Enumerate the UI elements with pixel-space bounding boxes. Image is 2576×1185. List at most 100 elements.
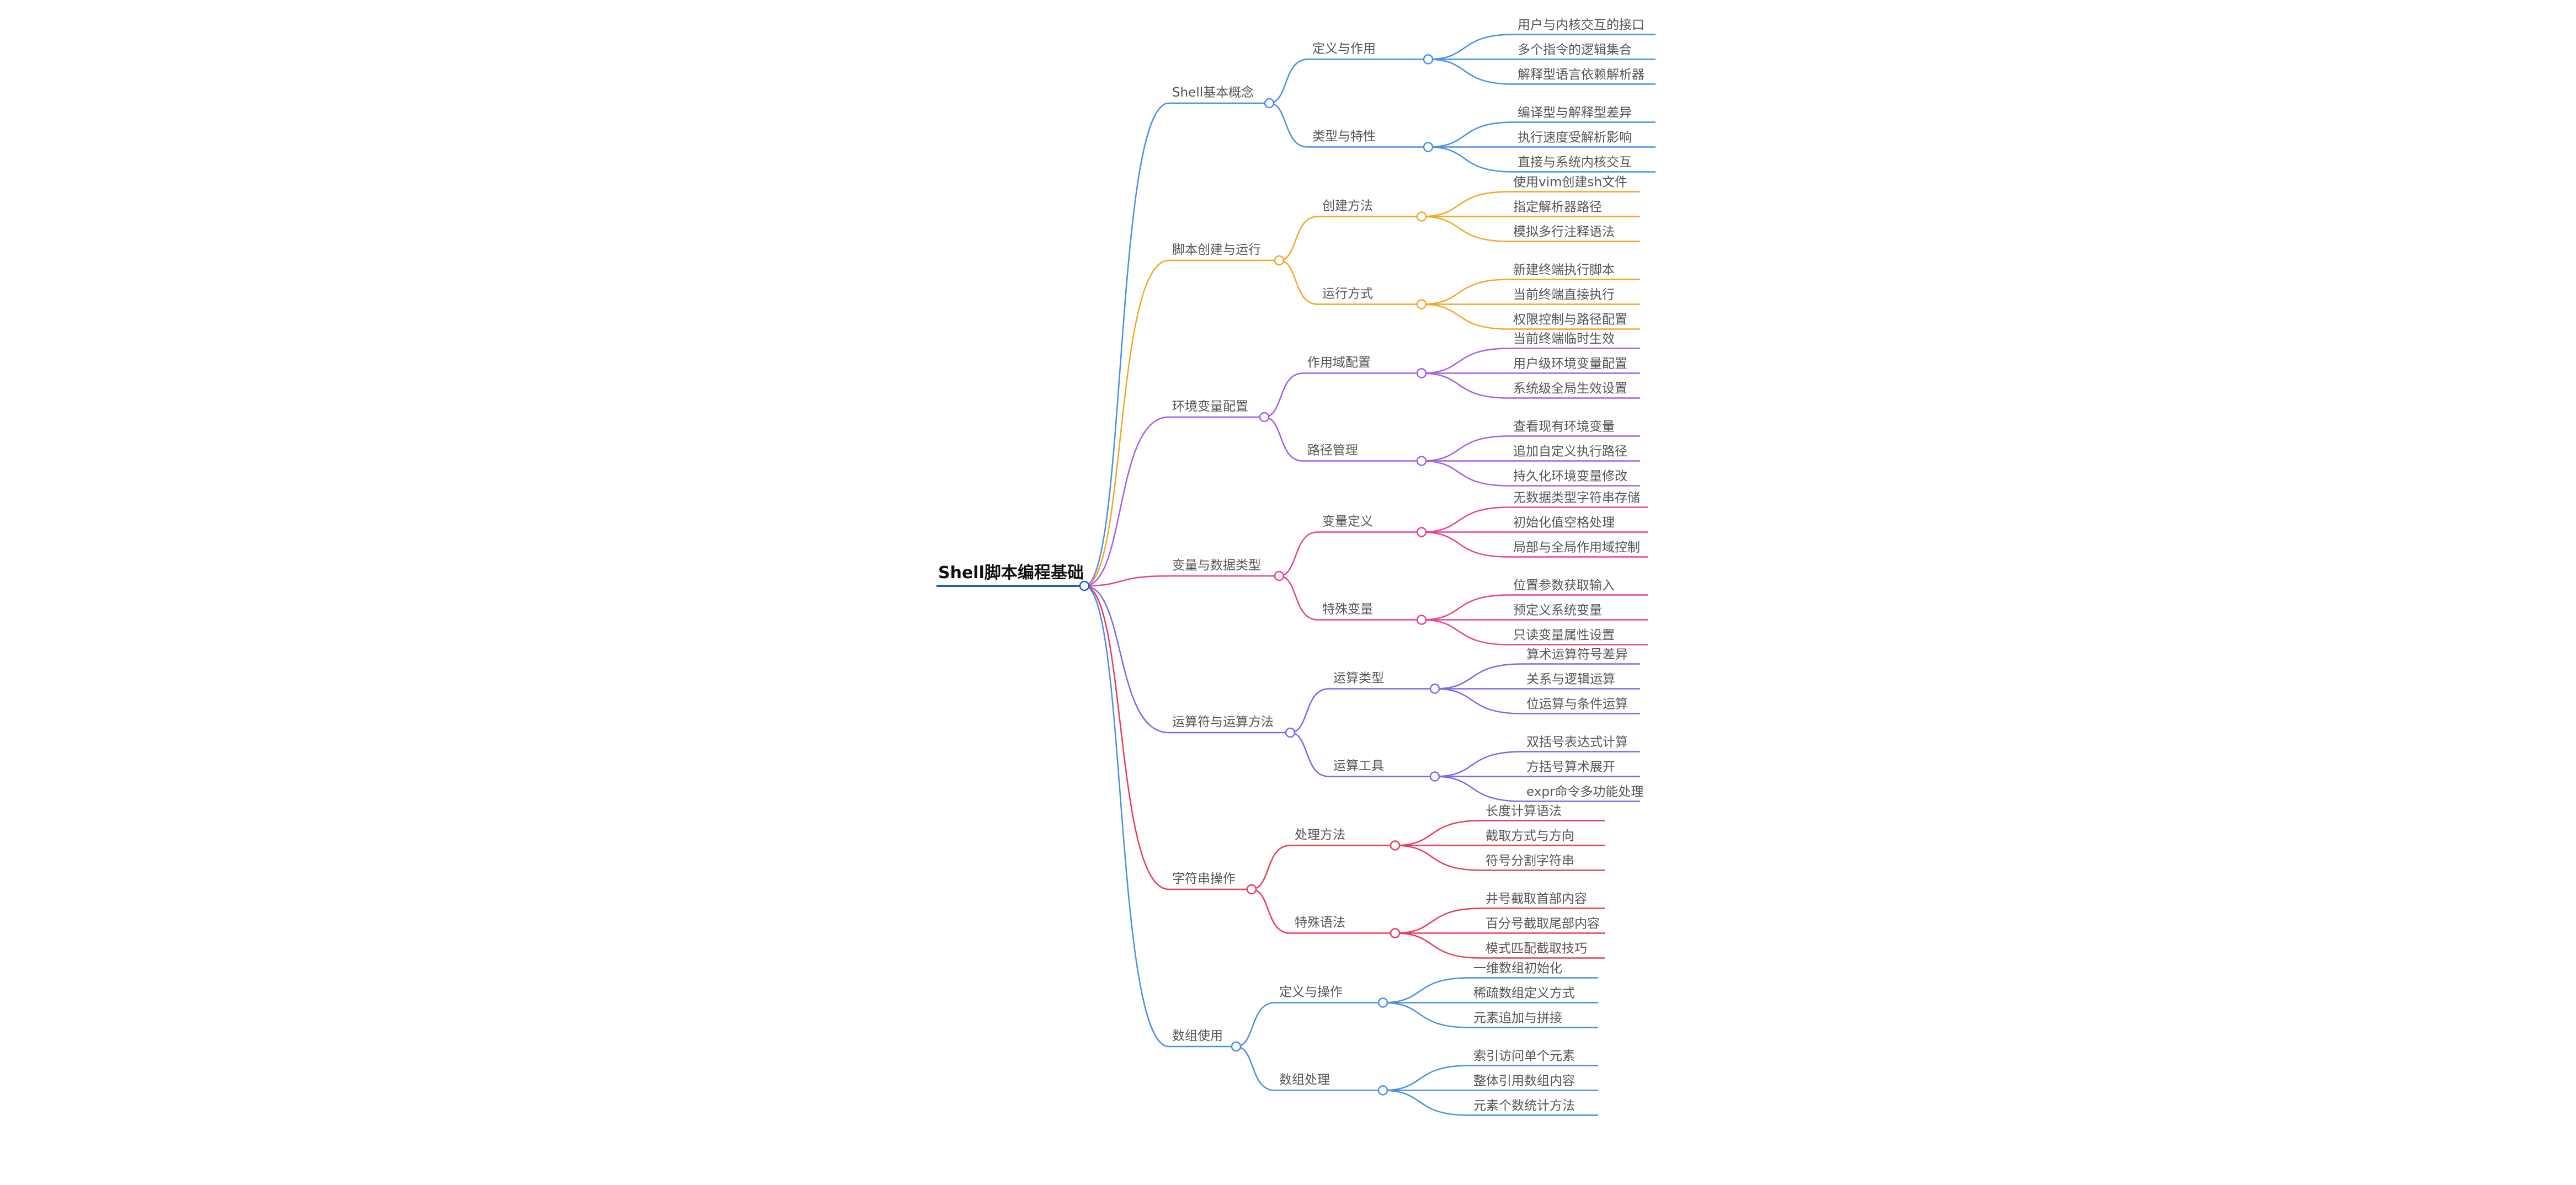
leaf-label: 一维数组初始化: [1473, 962, 1562, 976]
child-label: 变量定义: [1322, 515, 1373, 529]
leaf-connector: [1421, 506, 1509, 533]
leaf-label: 局部与全局作用域控制: [1513, 541, 1640, 555]
leaf-label: 查看现有环境变量: [1513, 420, 1615, 434]
branch-connector: [1084, 585, 1169, 1048]
child-connector: [1279, 259, 1318, 305]
branch-node-toggle[interactable]: [1274, 570, 1285, 581]
child-node-toggle[interactable]: [1416, 211, 1427, 222]
child-label: 运算类型: [1333, 671, 1384, 686]
leaf-connector: [1421, 594, 1509, 621]
child-connector: [1290, 688, 1329, 734]
child-node-toggle[interactable]: [1377, 997, 1388, 1008]
leaf-label: 编译型与解释型差异: [1518, 106, 1632, 120]
leaf-connector: [1428, 34, 1514, 60]
leaf-connector: [1421, 435, 1509, 462]
leaf-label: 系统级全局生效设置: [1513, 382, 1627, 396]
node-layer: Shell脚本编程基础Shell基本概念定义与作用用户与内核交互的接口多个指令的…: [938, 18, 1644, 1113]
child-connector: [1236, 1002, 1275, 1048]
branch-connector: [1084, 416, 1169, 587]
child-connector: [1279, 575, 1318, 621]
branch-label: 环境变量配置: [1172, 399, 1248, 414]
connector-layer: [936, 34, 1656, 1116]
child-node-toggle[interactable]: [1416, 368, 1427, 378]
leaf-label: 算术运算符号差异: [1526, 648, 1628, 662]
child-label: 类型与特性: [1312, 130, 1376, 144]
child-connector: [1264, 416, 1303, 462]
child-connector: [1251, 888, 1291, 934]
leaf-label: 方括号算术展开: [1526, 760, 1615, 775]
leaf-connector: [1382, 1065, 1470, 1091]
leaf-label: 当前终端临时生效: [1513, 332, 1615, 346]
branch-connector: [1084, 585, 1169, 890]
child-connector: [1251, 845, 1291, 890]
child-node-toggle[interactable]: [1429, 771, 1440, 782]
root-node-toggle[interactable]: [1079, 580, 1090, 591]
leaf-connector: [1382, 977, 1470, 1003]
child-node-toggle[interactable]: [1390, 840, 1401, 851]
leaf-connector: [1421, 303, 1509, 330]
leaf-connector: [1421, 372, 1509, 399]
branch-node-toggle[interactable]: [1259, 412, 1270, 423]
leaf-connector: [1428, 121, 1514, 148]
leaf-label: 长度计算语法: [1486, 804, 1562, 819]
leaf-label: 权限控制与路径配置: [1513, 313, 1627, 327]
leaf-label: 当前终端直接执行: [1513, 288, 1615, 302]
child-node-toggle[interactable]: [1416, 615, 1427, 625]
leaf-connector: [1421, 460, 1509, 487]
leaf-label: 井号截取首部内容: [1486, 892, 1587, 906]
leaf-connector: [1434, 688, 1523, 714]
leaf-label: 元素追加与拼接: [1473, 1011, 1562, 1026]
child-connector: [1269, 58, 1308, 104]
child-node-toggle[interactable]: [1377, 1085, 1388, 1096]
child-node-toggle[interactable]: [1416, 527, 1427, 537]
child-node-toggle[interactable]: [1416, 456, 1427, 466]
branch-node-toggle[interactable]: [1246, 884, 1257, 895]
child-node-toggle[interactable]: [1423, 54, 1434, 65]
leaf-connector: [1382, 1002, 1470, 1028]
child-node-toggle[interactable]: [1390, 928, 1401, 938]
leaf-label: 解释型语言依赖解析器: [1518, 68, 1644, 82]
leaf-connector: [1395, 845, 1482, 871]
branch-label: 数组使用: [1172, 1029, 1223, 1043]
leaf-label: 新建终端执行脚本: [1513, 263, 1615, 277]
leaf-connector: [1421, 216, 1509, 242]
child-label: 数组处理: [1279, 1073, 1330, 1087]
leaf-label: expr命令多功能处理: [1526, 785, 1643, 799]
branch-label: Shell基本概念: [1172, 86, 1254, 100]
branch-node-toggle[interactable]: [1231, 1041, 1242, 1052]
leaf-label: 截取方式与方向: [1486, 829, 1574, 844]
child-label: 路径管理: [1307, 444, 1358, 458]
child-node-toggle[interactable]: [1429, 684, 1440, 694]
leaf-connector: [1421, 279, 1509, 305]
leaf-label: 模拟多行注释语法: [1513, 225, 1615, 239]
leaf-connector: [1421, 531, 1509, 558]
branch-label: 字符串操作: [1172, 872, 1236, 886]
leaf-label: 使用vim创建sh文件: [1513, 175, 1627, 190]
leaf-connector: [1428, 58, 1514, 85]
child-node-toggle[interactable]: [1423, 142, 1434, 152]
branch-node-toggle[interactable]: [1274, 255, 1285, 266]
branch-label: 运算符与运算方法: [1172, 715, 1274, 729]
leaf-connector: [1395, 820, 1482, 846]
leaf-connector: [1382, 1090, 1470, 1116]
branch-node-toggle[interactable]: [1264, 98, 1275, 109]
leaf-label: 位置参数获取输入: [1513, 579, 1615, 593]
leaf-label: 多个指令的逻辑集合: [1518, 43, 1632, 57]
leaf-label: 关系与逻辑运算: [1526, 672, 1615, 687]
leaf-label: 初始化值空格处理: [1513, 516, 1615, 530]
branch-connector: [1084, 575, 1169, 587]
leaf-label: 元素个数统计方法: [1473, 1099, 1575, 1113]
leaf-label: 索引访问单个元素: [1473, 1049, 1575, 1064]
leaf-connector: [1421, 191, 1509, 217]
child-label: 定义与作用: [1312, 42, 1376, 56]
leaf-label: 追加自定义执行路径: [1513, 445, 1627, 459]
leaf-label: 百分号截取尾部内容: [1486, 917, 1600, 931]
child-label: 定义与操作: [1279, 985, 1343, 1000]
branch-node-toggle[interactable]: [1285, 727, 1296, 738]
root-node-label: Shell脚本编程基础: [938, 563, 1084, 583]
leaf-label: 用户级环境变量配置: [1513, 357, 1627, 371]
leaf-connector: [1421, 348, 1509, 374]
leaf-connector: [1395, 908, 1482, 934]
child-node-toggle[interactable]: [1416, 299, 1427, 309]
child-connector: [1290, 732, 1329, 777]
